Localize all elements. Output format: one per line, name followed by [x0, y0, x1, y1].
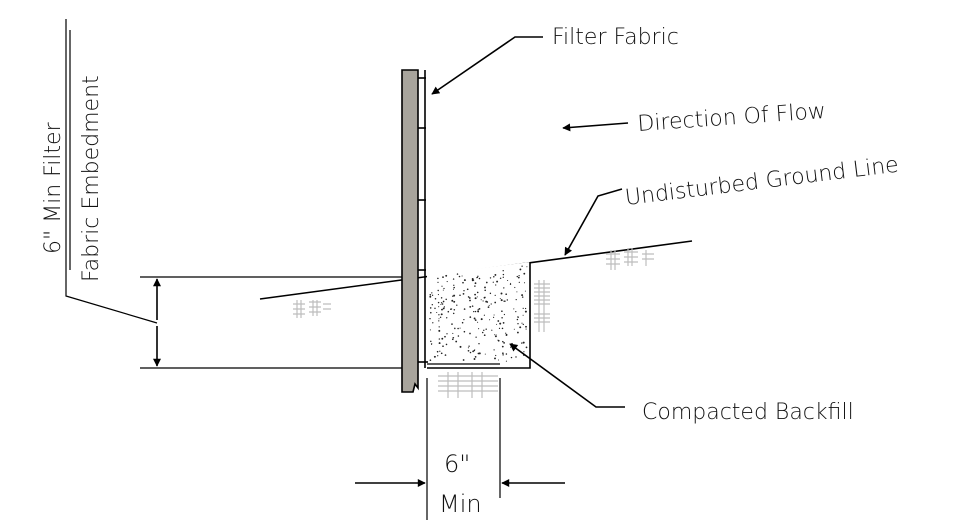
embedment-dimension: [65, 19, 402, 369]
trench-width-value: 6": [444, 450, 470, 478]
filter-fabric-label: Filter Fabric: [552, 25, 679, 50]
trench-width-min: Min: [439, 490, 482, 518]
compacted-backfill-area: [427, 262, 531, 369]
trench-width-dimension: [355, 378, 565, 520]
direction-of-flow-label: Direction Of Flow: [637, 99, 827, 137]
fence-post: [401, 69, 419, 393]
filter-fabric-leader: [431, 36, 543, 95]
filter-fabric-line: [418, 70, 428, 368]
undisturbed-ground-line-label: Undisturbed Ground Line: [624, 153, 900, 211]
earth-hatch-trench-bottom: [438, 372, 498, 398]
embedment-label-line2: Fabric Embedment: [79, 75, 104, 282]
compacted-backfill-label: Compacted Backfill: [642, 400, 854, 425]
direction-of-flow-arrow: [562, 122, 629, 132]
earth-hatch-right: [606, 248, 654, 270]
embedment-label-line1: 6" Min Filter: [41, 121, 66, 254]
earth-hatch-left: [293, 300, 331, 318]
earth-hatch-trench-side: [534, 280, 550, 332]
compacted-backfill-leader: [509, 343, 625, 408]
ground-line-leader: [564, 188, 623, 256]
